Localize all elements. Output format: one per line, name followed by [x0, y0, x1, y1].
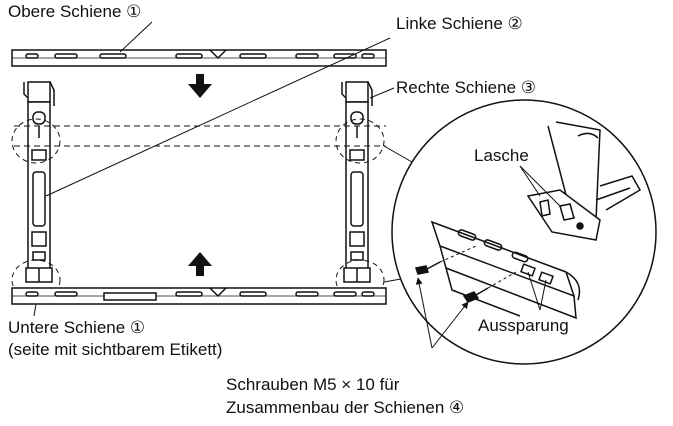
tab-label: Lasche [474, 146, 529, 165]
bottom-rail [11, 287, 387, 305]
screws-purpose: Zusammenbau der Schienen ④ [226, 398, 465, 417]
magnified-detail [391, 99, 657, 365]
detail-leader-lines [415, 165, 561, 349]
screw-icon [462, 287, 489, 303]
right-rail-label: Rechte Schiene ③ [396, 78, 536, 97]
recess-label: Aussparung [478, 316, 569, 335]
down-arrow-icon [188, 74, 212, 98]
top-rail [11, 49, 387, 67]
leader-lines [33, 21, 395, 317]
dashed-outline [14, 125, 386, 147]
bottom-rail-note: (seite mit sichtbarem Etikett) [8, 340, 223, 359]
bottom-rail-label: Untere Schiene ① [8, 318, 146, 337]
top-rail-label: Obere Schiene ① [8, 2, 142, 21]
screws-label: Schrauben M5 × 10 für [226, 375, 400, 394]
up-arrow-icon [188, 252, 212, 276]
left-rail [23, 81, 55, 283]
left-rail-label: Linke Schiene ② [396, 14, 523, 33]
joint-highlight-circles [11, 118, 385, 301]
screw-icon [415, 261, 441, 275]
right-rail [341, 81, 373, 283]
